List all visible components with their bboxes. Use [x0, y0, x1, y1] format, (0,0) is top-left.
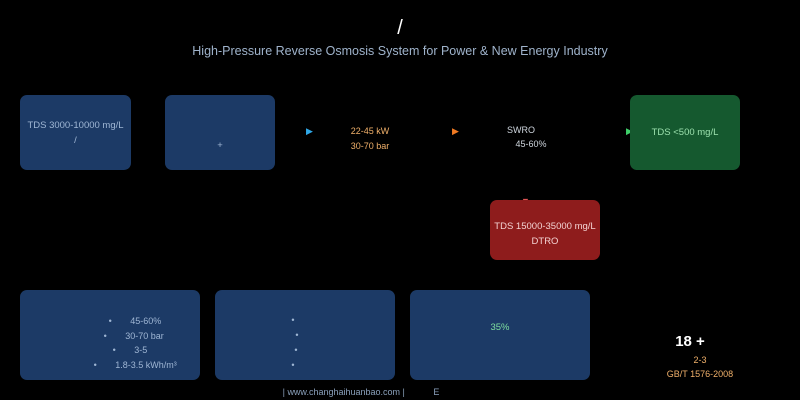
spec-lifetime: 3-5 [134, 345, 148, 355]
stats-line-2: GB/T 1576-2008 [666, 369, 734, 379]
bullet-icon: • [294, 345, 298, 355]
footer-website-link[interactable]: www.changhaihuanbao.com [287, 387, 401, 397]
pump-power: 22-45 kW [350, 126, 390, 136]
bullet-icon: • [108, 316, 112, 326]
product-water-box: TDS <500 mg/L [630, 95, 740, 170]
feed-water-box: TDS 3000-10000 mg/L / [20, 95, 131, 170]
page-subtitle: High-Pressure Reverse Osmosis System for… [192, 44, 608, 58]
pretreatment-box: + [165, 95, 275, 170]
feed-water-tds: TDS 3000-10000 mg/L [27, 119, 124, 131]
stats-block: 18 + 2-3 GB/T 1576-2008 [640, 333, 760, 381]
stats-big-number: 18 + [675, 333, 705, 350]
bullet-icon: • [291, 315, 295, 325]
bullet-icon: • [291, 360, 295, 370]
pretreatment-plus: + [217, 140, 223, 151]
spec-recovery: 45-60% [130, 316, 162, 326]
product-water-tds: TDS <500 mg/L [651, 127, 719, 138]
savings-panel: 35% [410, 290, 590, 380]
spec-row: • 1.8-3.5 kWh/m³ [91, 358, 177, 373]
stats-line-1: 2-3 [693, 355, 707, 365]
bullet-icon: • [103, 330, 107, 341]
flow-arrow-2-icon: ▶ [452, 126, 459, 136]
bullet-icon: • [112, 345, 116, 355]
footer-sep-right: | [402, 387, 405, 397]
features-panel: • • • • [215, 290, 395, 380]
spec-energy: 1.8-3.5 kWh/m³ [115, 359, 177, 370]
pump-label: 22-45 kW 30-70 bar [330, 124, 410, 153]
savings-value: 35% [490, 322, 510, 333]
spec-row: • 3-5 [110, 343, 148, 358]
bullet-icon: • [93, 359, 97, 370]
concentrate-dtro: DTRO [531, 236, 559, 247]
specs-list: • 45-60% • 30-70 bar • 3-5 • 1.8-3.5 kWh… [43, 314, 177, 372]
concentrate-tds: TDS 15000-35000 mg/L [494, 221, 596, 232]
footer: | www.changhaihuanbao.com | E [0, 386, 800, 398]
specs-panel: • 45-60% • 30-70 bar • 3-5 • 1.8-3.5 kWh… [20, 290, 200, 380]
spec-pressure: 30-70 bar [125, 330, 164, 341]
spec-row: • 45-60% [106, 314, 162, 329]
swro-name: SWRO [507, 125, 535, 135]
concentrate-box: TDS 15000-35000 mg/L DTRO [490, 200, 600, 260]
flow-arrow-3-icon: ▶ [626, 126, 633, 136]
footer-sep-left: | [282, 387, 285, 397]
spec-row: • 30-70 bar [101, 329, 164, 344]
pump-pressure: 30-70 bar [350, 141, 390, 151]
page-title: / [397, 17, 403, 39]
flow-arrow-1-icon: ▶ [306, 126, 313, 136]
feed-water-sep: / [74, 134, 77, 146]
footer-letter: E [433, 387, 440, 397]
bullet-icon: • [295, 330, 299, 340]
swro-label: SWRO 45-60% [490, 123, 570, 151]
swro-recovery: 45-60% [515, 139, 547, 149]
